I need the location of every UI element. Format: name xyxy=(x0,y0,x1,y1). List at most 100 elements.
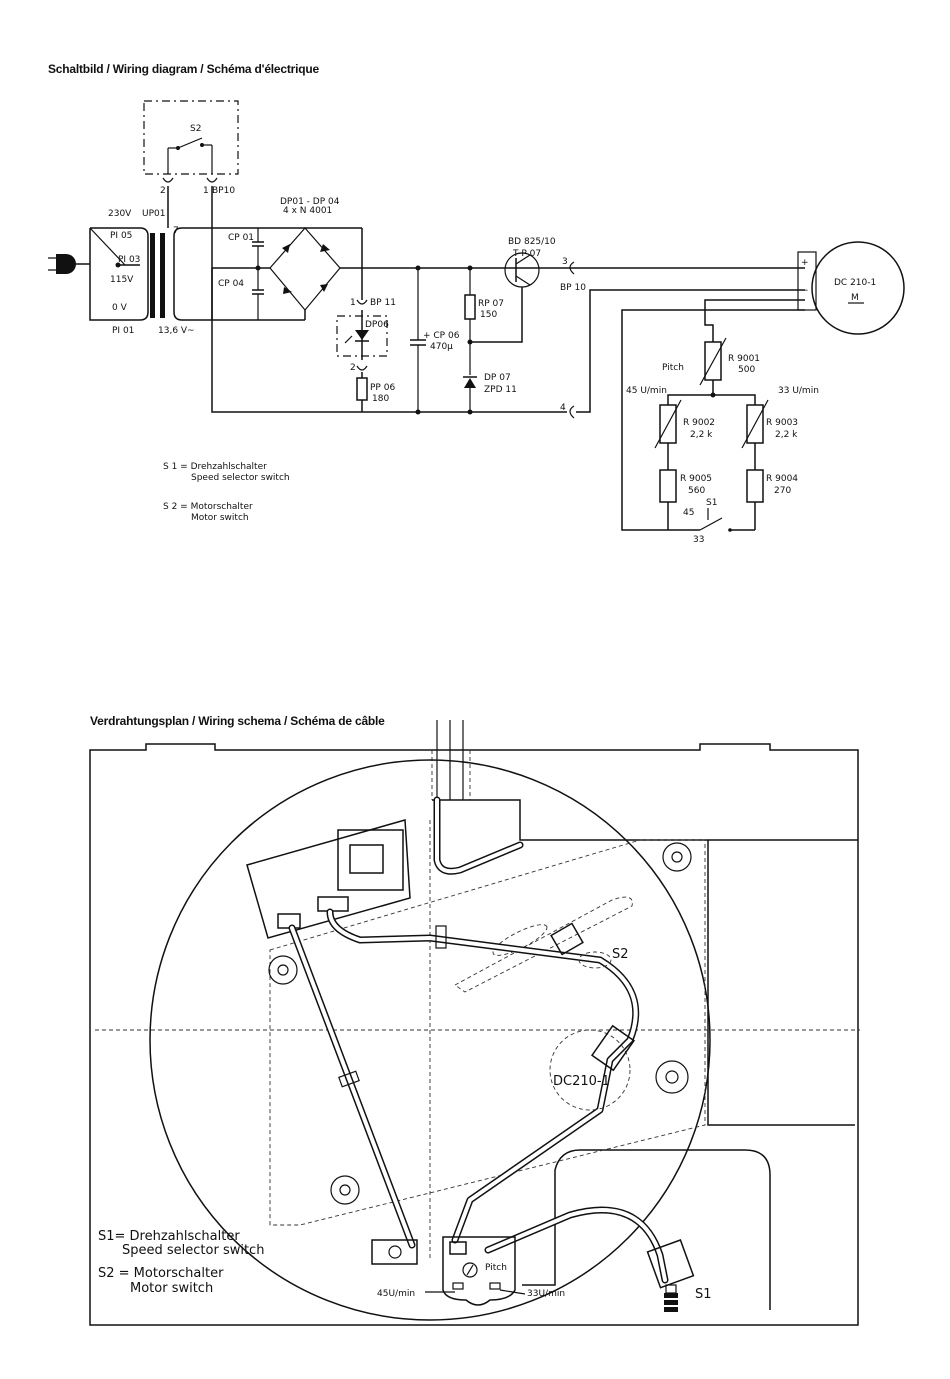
label-13-6v: 13,6 V~ xyxy=(158,326,195,336)
label-s1-45: 45 xyxy=(683,508,694,518)
bridge-rectifier xyxy=(269,227,341,311)
label-tp07: T P 07 xyxy=(512,249,541,259)
wiring-legend-s1-en: Speed selector switch xyxy=(122,1243,264,1258)
bp10-pin4-connector xyxy=(569,405,575,419)
s2-pin-2-label: 2 xyxy=(160,186,166,196)
wiring-45-rpm-label: 45U/min xyxy=(377,1289,415,1299)
connector-1-symbol xyxy=(206,177,218,183)
label-dp06: DP06 xyxy=(365,320,389,330)
bridge-diodes xyxy=(282,244,330,294)
legend-s2-en: Motor switch xyxy=(191,513,249,523)
transformer-block xyxy=(337,829,404,891)
zener-dp07-icon xyxy=(464,378,476,388)
label-230v: 230V xyxy=(108,209,132,219)
resistor-r9005 xyxy=(659,469,677,503)
s1-speed-switch-symbol xyxy=(668,508,755,532)
connector-2-symbol xyxy=(162,177,174,183)
inner-housing-right xyxy=(707,840,855,1126)
s2-switch-part xyxy=(550,922,584,956)
label-dp01-dp04: DP01 - DP 04 xyxy=(280,197,340,207)
pcb-board xyxy=(246,819,411,939)
label-r9005-value: 560 xyxy=(688,486,705,496)
trimmer-33 xyxy=(489,1282,501,1290)
bp11-pin1-label: 1 xyxy=(350,298,356,308)
label-r9001-value: 500 xyxy=(738,365,755,375)
motor-dc210 xyxy=(811,241,905,335)
s2-label: S2 xyxy=(190,124,201,134)
wire-primary-0v xyxy=(89,228,140,321)
label-cp04: CP 04 xyxy=(218,279,244,289)
label-pi05: PI 05 xyxy=(110,231,132,241)
wiring-legend-s2-de: S2 = Motorschalter xyxy=(98,1266,224,1281)
schematic-diagram: S2 2 1 BP10 230V UP01 7 PI 05 PI 03 115V… xyxy=(48,100,905,545)
pcb-outline xyxy=(269,839,706,1226)
cable-to-s1 xyxy=(484,1206,669,1284)
s2-pin-1-label: 1 xyxy=(203,186,209,196)
motor-minus-label: − xyxy=(801,286,809,296)
s2-switch-box xyxy=(143,100,239,175)
wiring-33-rpm-label: 33U/min xyxy=(527,1289,565,1299)
bp10-top-label: BP10 xyxy=(212,186,235,196)
platter-outline xyxy=(149,759,711,1321)
wire-speed-control-left xyxy=(621,309,805,531)
label-zpd11: ZPD 11 xyxy=(484,385,517,395)
s1-switch-body xyxy=(646,1239,695,1289)
cable-clip xyxy=(435,925,447,949)
label-45-rpm: 45 U/min xyxy=(626,386,667,396)
base-compartment xyxy=(522,1149,771,1310)
cable-to-switch xyxy=(288,924,416,1249)
capacitor-cp04 xyxy=(252,268,264,320)
motor-outline-dashed xyxy=(549,1029,631,1111)
mains-cable-entry xyxy=(431,720,471,800)
transformer-core xyxy=(349,844,384,874)
cable-to-mains xyxy=(433,796,524,875)
bp10-pin3-connector xyxy=(569,261,575,275)
pcb-connector-right xyxy=(317,896,349,912)
speed-control-board xyxy=(442,1236,516,1306)
label-rp07-value: 150 xyxy=(480,310,497,320)
resistor-rp07 xyxy=(464,294,476,320)
cable-clip xyxy=(338,1070,360,1088)
pcb-connector-left xyxy=(277,913,301,929)
trimmer-45 xyxy=(452,1282,464,1290)
label-cp06: + CP 06 xyxy=(423,331,460,341)
motor-terminal-block xyxy=(797,251,817,311)
wiring-s1-label: S1 xyxy=(695,1287,712,1302)
label-rp07: RP 07 xyxy=(478,299,504,309)
wiring-legend-s1-de: S1= Drehzahlschalter xyxy=(98,1229,240,1244)
label-r9002: R 9002 xyxy=(683,418,715,428)
wire-dc-return xyxy=(211,268,567,413)
label-r9005: R 9005 xyxy=(680,474,712,484)
label-up01: UP01 xyxy=(142,209,165,219)
pitch-potentiometer-icon xyxy=(462,1262,478,1278)
s1-switch-plunger xyxy=(664,1284,678,1312)
cable-to-motor xyxy=(326,908,640,1244)
motor-terminal xyxy=(590,1024,636,1072)
label-pitch: Pitch xyxy=(662,363,684,373)
wire-speed-control-top xyxy=(704,299,805,342)
label-bp11: BP 11 xyxy=(370,298,396,308)
label-bd825: BD 825/10 xyxy=(508,237,556,247)
legend-s1-de: S 1 = Drehzahlschalter xyxy=(163,462,267,472)
wiring-pitch-label: Pitch xyxy=(485,1263,507,1273)
mains-plug-icon xyxy=(48,254,90,274)
chassis-outline xyxy=(89,743,859,1326)
legend-s1-en: Speed selector switch xyxy=(191,473,290,483)
label-r9004: R 9004 xyxy=(766,474,798,484)
label-115v: 115V xyxy=(110,275,134,285)
label-pi01: PI 01 xyxy=(112,326,134,336)
label-r9001: R 9001 xyxy=(728,354,760,364)
inner-housing-top xyxy=(432,799,858,841)
capacitor-cp06 xyxy=(410,268,426,412)
label-pi03: PI 03 xyxy=(118,255,140,265)
mounting-holes xyxy=(268,842,692,1205)
label-0v: 0 V xyxy=(112,303,128,313)
label-motor-m: M xyxy=(851,293,859,303)
voltage-selector-link xyxy=(89,227,126,266)
schematic-title: Schaltbild / Wiring diagram / Schéma d'é… xyxy=(48,62,320,76)
wire-motor-negative xyxy=(576,289,805,413)
terminal-block xyxy=(371,1239,418,1265)
bp11-connector-bottom xyxy=(356,365,368,371)
label-dp07: DP 07 xyxy=(484,373,511,383)
label-motor: DC 210-1 xyxy=(834,278,876,288)
